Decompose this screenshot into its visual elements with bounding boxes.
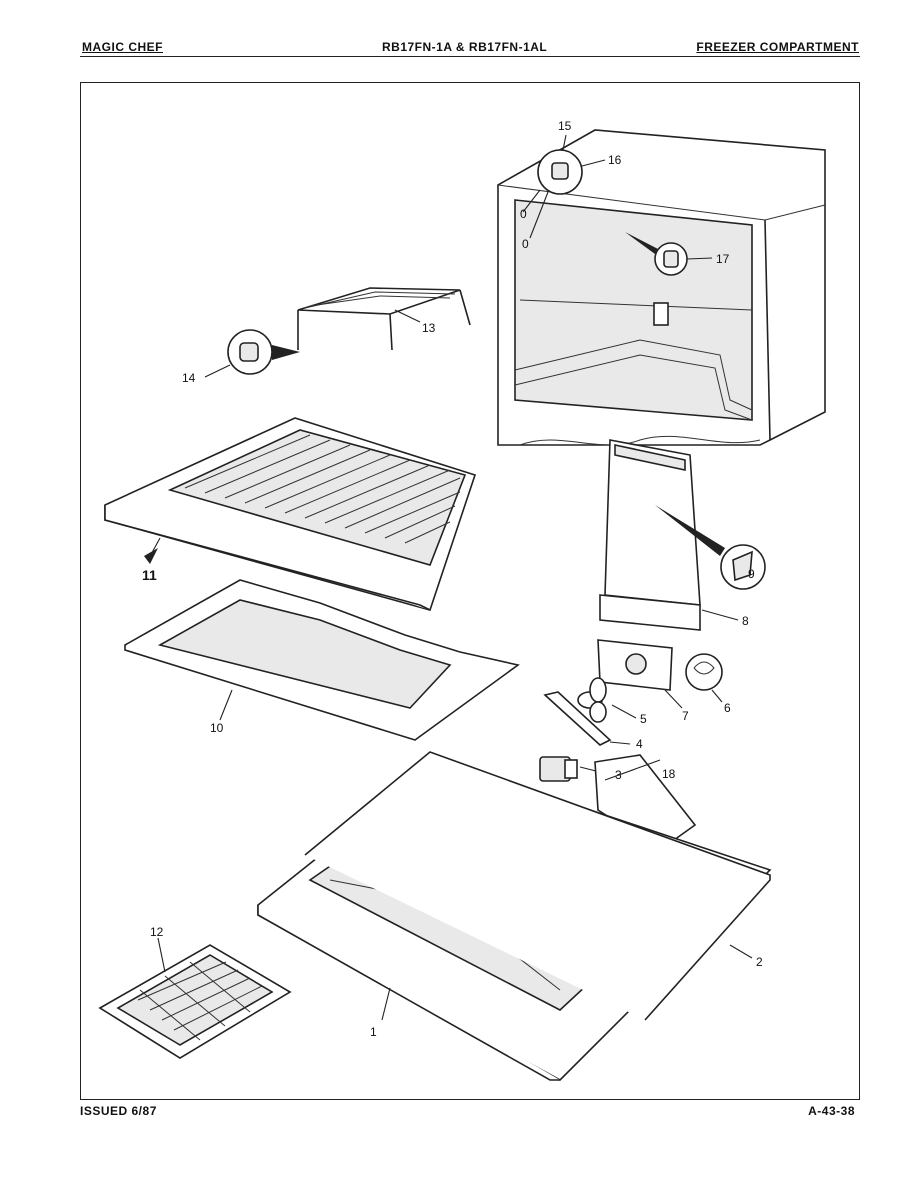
callout-10: 10 [210,721,224,735]
diagram-frame [80,82,860,1100]
part-4-fan-motor-bracket [543,691,631,746]
part-7-bracket [597,639,683,709]
part-12-ice-tray [98,937,292,1059]
callout-1: 1 [370,1025,377,1039]
callout-18: 18 [662,767,676,781]
callout-6: 6 [724,701,731,715]
callout-7: 7 [682,709,689,723]
callout-16: 16 [608,153,622,167]
callout-12: 12 [150,925,164,939]
header-rule [80,56,860,57]
callout-4: 4 [636,737,643,751]
part-5-fan-blade [577,677,637,723]
issued-date: ISSUED 6/87 [80,1104,157,1118]
part-18-cover [594,754,697,851]
part-10-plate [124,579,520,741]
page-code: A-43-38 [808,1104,855,1118]
part-11-shelf [104,417,477,611]
part-17-detail [625,232,713,276]
callout-17: 17 [716,252,730,266]
part-6-detail [685,653,723,703]
callout-2: 2 [756,955,763,969]
part-2-gasket [304,751,771,1021]
callout-13: 13 [422,321,436,335]
callout-5: 5 [640,712,647,726]
callout-14: 14 [182,371,196,385]
part-13-bracket [297,287,471,351]
callout-11: 11 [142,567,157,583]
part-9-detail [720,544,766,590]
callout-15: 15 [558,119,572,133]
part-14-detail [204,329,300,378]
model-label: RB17FN-1A & RB17FN-1AL [382,40,548,54]
callout-0-a: 0 [520,207,527,221]
section-title: FREEZER COMPARTMENT [696,40,859,54]
part-8-duct [599,439,739,631]
brand-label: MAGIC CHEF [82,40,163,54]
callout-0-b: 0 [522,237,529,251]
callout-3: 3 [615,768,622,782]
part-3-fan-motor [539,756,613,782]
callout-9: 9 [748,567,755,581]
callout-8: 8 [742,614,749,628]
cabinet [497,129,826,446]
part-15-16-detail [522,134,606,239]
